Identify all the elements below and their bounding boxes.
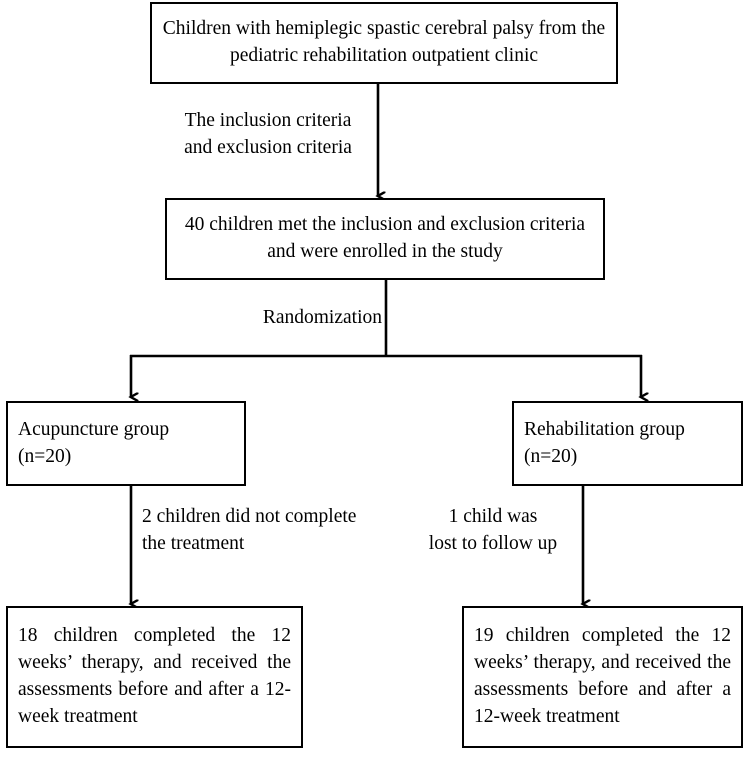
edge-label-dropout-rehabilitation: 1 child was lost to follow up <box>428 506 558 554</box>
node-completed-acupuncture: 18 children completed the 12 weeks’ ther… <box>6 606 303 748</box>
node-group-acupuncture-label: Acupuncture group (n=20) <box>18 418 170 467</box>
node-group-rehabilitation-label: Rehabilitation group (n=20) <box>524 418 685 467</box>
edge-label-dropout-acupuncture: 2 children did not complete the treatmen… <box>142 506 357 554</box>
node-enrolled: 40 children met the inclusion and exclus… <box>165 198 605 280</box>
node-group-acupuncture: Acupuncture group (n=20) <box>6 401 246 486</box>
node-completed-rehabilitation: 19 children completed the 12 weeks’ ther… <box>462 606 743 748</box>
edge-label-randomization: Randomization <box>262 307 382 328</box>
node-enrolled-label: 40 children met the inclusion and exclus… <box>184 214 586 262</box>
node-completed-rehabilitation-label: 19 children completed the 12 weeks’ ther… <box>474 625 731 727</box>
node-group-rehabilitation: Rehabilitation group (n=20) <box>512 401 743 486</box>
node-source-population: Children with hemiplegic spastic cerebra… <box>150 2 618 84</box>
edge-label-screening: The inclusion criteria and exclusion cri… <box>184 110 352 158</box>
node-source-population-label: Children with hemiplegic spastic cerebra… <box>162 18 606 66</box>
node-completed-acupuncture-label: 18 children completed the 12 weeks’ ther… <box>18 625 291 727</box>
